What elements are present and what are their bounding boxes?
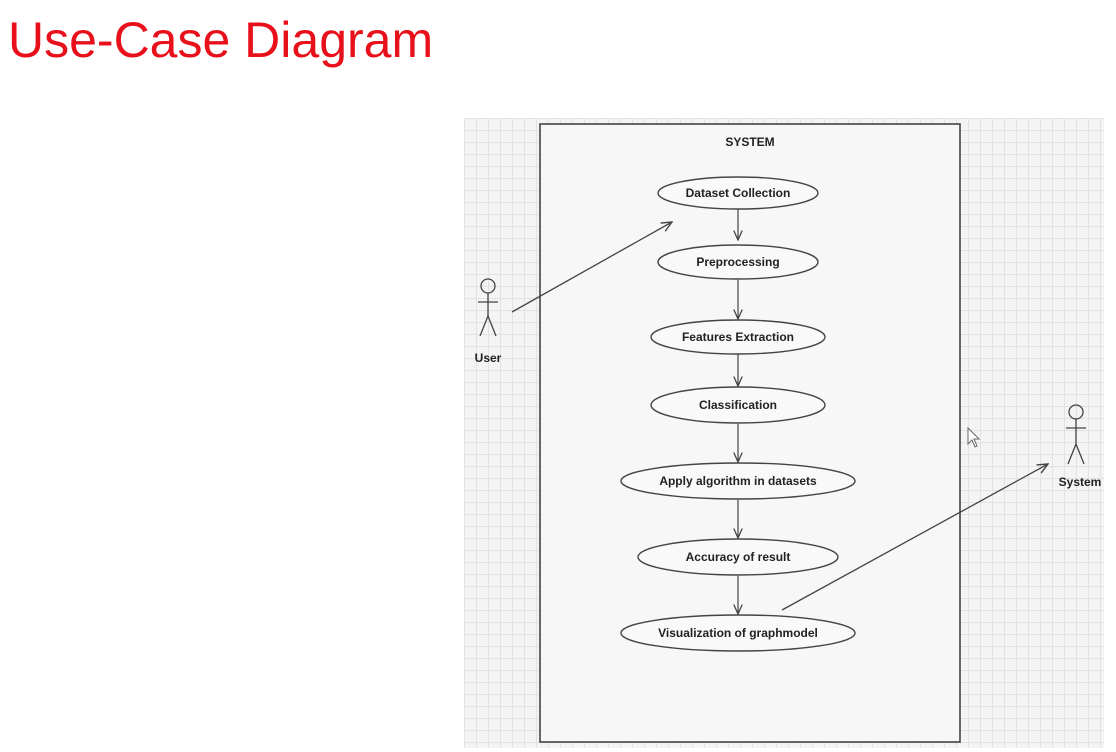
- system-actor-label: System: [1059, 475, 1102, 489]
- use-case-diagram: SYSTEM Dataset Collection Preprocessing …: [464, 118, 1104, 748]
- use-case-classification: [650, 386, 826, 424]
- use-case-label: Apply algorithm in datasets: [659, 474, 817, 488]
- use-case-visualization: [620, 614, 856, 652]
- use-case-dataset-collection: [657, 176, 819, 210]
- user-actor-icon: [478, 278, 498, 337]
- use-case-label: Accuracy of result: [686, 550, 791, 564]
- slide-title: Use-Case Diagram: [8, 12, 434, 68]
- use-case-features-extraction: [650, 319, 826, 355]
- association-visualization-system: [781, 464, 1048, 611]
- use-case-label: Visualization of graphmodel: [658, 626, 818, 640]
- use-case-label: Dataset Collection: [686, 186, 791, 200]
- system-boundary-label: SYSTEM: [725, 135, 774, 149]
- user-actor-label: User: [475, 351, 502, 365]
- mouse-cursor-icon: [967, 426, 981, 448]
- use-case-preprocessing: [657, 244, 819, 280]
- system-actor-icon: [1066, 404, 1086, 465]
- use-case-label: Preprocessing: [696, 255, 779, 269]
- use-case-apply-algorithm: [620, 462, 856, 500]
- use-case-accuracy-of-result: [637, 538, 839, 576]
- association-user-dataset-collection: [511, 222, 672, 313]
- use-case-label: Features Extraction: [682, 330, 794, 344]
- use-case-label: Classification: [699, 398, 777, 412]
- diagram-canvas: SYSTEM Dataset Collection Preprocessing …: [475, 123, 1102, 743]
